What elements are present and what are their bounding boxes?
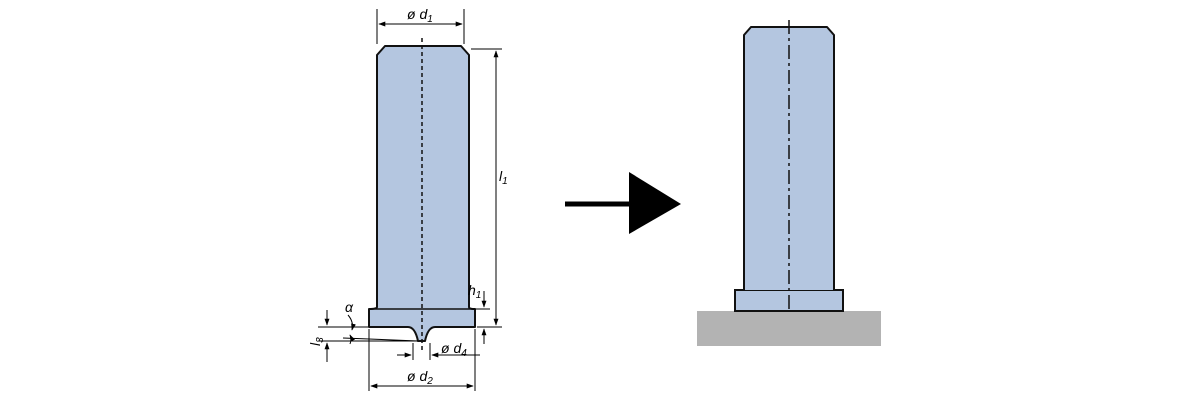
svg-text:ø d4: ø d4: [441, 340, 467, 359]
l1-label: l: [499, 168, 503, 184]
right-arrow-icon: [565, 172, 681, 234]
dimension-l1: l1: [471, 48, 508, 328]
dimension-l3: l3: [307, 310, 418, 362]
stud-after-welding: [697, 20, 881, 346]
base-plate: [697, 311, 881, 346]
stud-before-welding: [368, 38, 476, 350]
svg-text:ø d1: ø d1: [407, 6, 433, 25]
svg-text:ø d2: ø d2: [407, 368, 433, 387]
dimension-h1: h1: [468, 282, 490, 344]
h1-label: h: [468, 282, 476, 298]
dimension-d2: ø d2: [368, 329, 476, 391]
dimension-d4: ø d4: [397, 340, 480, 360]
svg-text:l3: l3: [307, 337, 326, 346]
d2-label: ø d: [407, 368, 428, 384]
d1-label: ø d: [407, 6, 428, 22]
d4-label: ø d: [441, 340, 462, 356]
svg-text:l1: l1: [499, 168, 508, 187]
dimension-d1: ø d1: [376, 6, 465, 44]
l3-label: l: [307, 342, 323, 346]
alpha-label: α: [345, 299, 354, 315]
svg-text:h1: h1: [468, 282, 481, 301]
